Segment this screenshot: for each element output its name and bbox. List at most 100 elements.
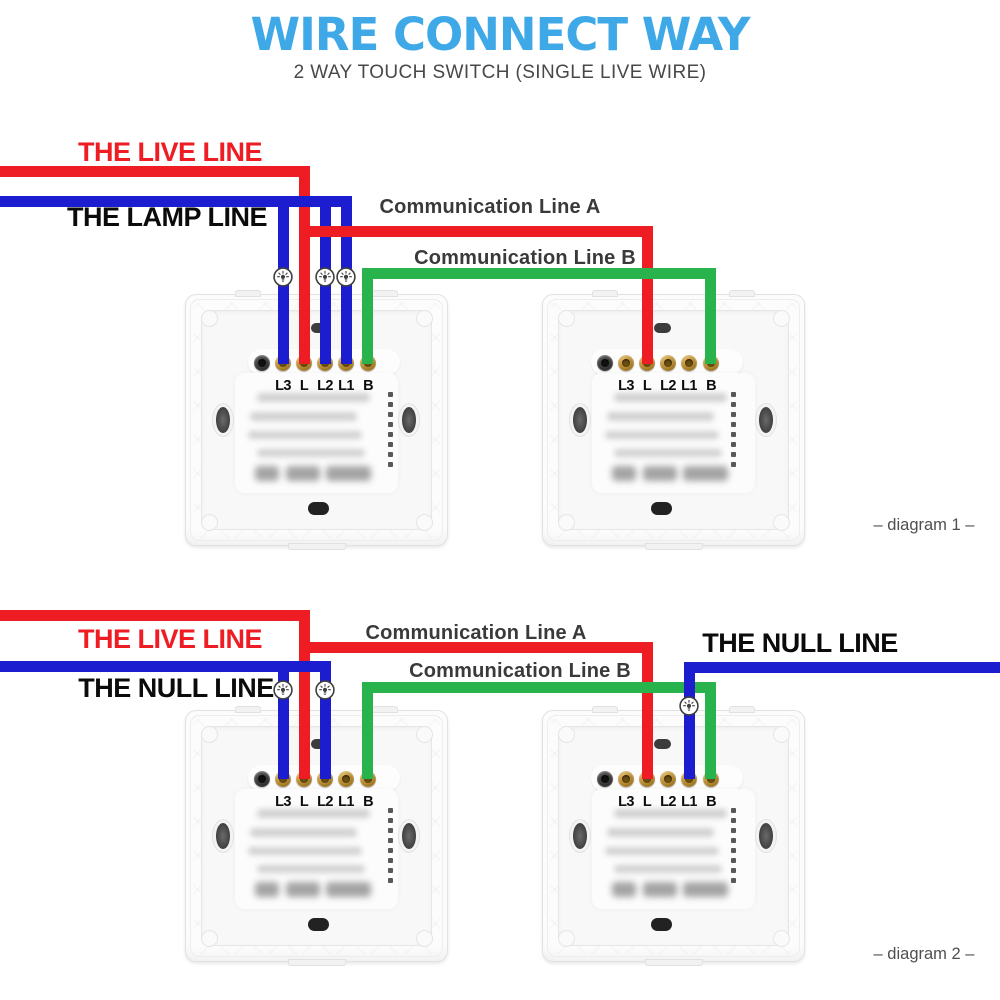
terminal-label-l2: L2 (317, 378, 333, 394)
d2-comm-a-wire-vertical (642, 642, 653, 779)
terminal-label-l1: L1 (338, 794, 354, 810)
d1-comm-a-wire-horizontal (299, 226, 653, 237)
corner-boss (201, 514, 218, 531)
d1-comm-a-label: Communication Line A (379, 196, 601, 218)
blurred-spec-line (605, 431, 719, 439)
d2-null-wire-l3 (278, 661, 289, 779)
blurred-cert-mark (683, 882, 728, 897)
blurred-cert-mark (612, 466, 636, 481)
switch-bezel-step (547, 299, 800, 541)
terminal-hole-unused (254, 355, 270, 371)
blurred-cert-mark (683, 466, 728, 481)
switch-module-d1-right: L3 L L2 L1 B (542, 290, 805, 550)
blurred-spec-line (257, 393, 370, 402)
terminal-label-l1: L1 (681, 794, 697, 810)
blurred-spec-line (257, 865, 365, 873)
switch-module-d2-left: L3 L L2 L1 B (185, 706, 448, 966)
corner-boss (558, 310, 575, 327)
mounting-hole-right (402, 823, 416, 849)
bottom-clip-slot (651, 918, 672, 931)
terminal-label-l3: L3 (275, 794, 291, 810)
bottom-clip-slot (308, 918, 329, 931)
d1-comm-a-wire-vertical (642, 226, 653, 364)
blurred-cert-mark (286, 882, 320, 897)
d2-caption: – diagram 2 – (873, 945, 975, 963)
corner-boss (773, 310, 790, 327)
mounting-hole-left (216, 407, 230, 433)
terminal-l2 (660, 771, 676, 787)
blurred-cert-mark (326, 466, 371, 481)
blurred-spec-line (248, 431, 362, 439)
corner-boss (416, 310, 433, 327)
terminal-l1 (338, 771, 354, 787)
lamp-icon (679, 696, 699, 716)
lamp-icon (273, 680, 293, 700)
terminal-label-l2: L2 (660, 794, 676, 810)
blurred-spec-line (614, 865, 722, 873)
d1-lamp-line-label: THE LAMP LINE (66, 202, 268, 232)
d2-null-line-right-label: THE NULL LINE (702, 628, 898, 658)
mount-tab (592, 290, 618, 297)
d2-comm-a-wire-horizontal (299, 642, 653, 653)
d2-comm-b-wire-left-vertical (362, 682, 373, 779)
lamp-icon (336, 267, 356, 287)
mounting-hole-left (573, 407, 587, 433)
blurred-cert-mark (612, 882, 636, 897)
terminal-label-l3: L3 (618, 794, 634, 810)
d1-live-line-label: THE LIVE LINE (77, 137, 263, 167)
vent-dashes (388, 392, 393, 467)
terminal-hole-unused (597, 355, 613, 371)
bottom-clip-slot (651, 502, 672, 515)
mount-tab (288, 959, 346, 966)
d2-null-wire-left-horizontal (0, 661, 331, 672)
mount-tab (372, 706, 398, 713)
d1-live-wire-horizontal (0, 166, 310, 177)
d2-null-wire-right-vertical (684, 662, 695, 779)
terminal-label-l2: L2 (660, 378, 676, 394)
blurred-cert-mark (643, 882, 677, 897)
corner-boss (416, 930, 433, 947)
d2-null-wire-l2 (320, 661, 331, 779)
terminal-label-l3: L3 (618, 378, 634, 394)
d2-comm-a-label: Communication Line A (365, 622, 587, 644)
d2-comm-b-wire-right-vertical (705, 682, 716, 779)
blurred-spec-line (248, 847, 362, 855)
corner-boss (773, 514, 790, 531)
d1-comm-b-wire-horizontal (362, 268, 716, 279)
terminal-label-l1: L1 (338, 378, 354, 394)
terminal-hole-unused (597, 771, 613, 787)
vent-dashes (388, 808, 393, 883)
blurred-spec-line (250, 828, 357, 837)
lamp-icon (315, 267, 335, 287)
d1-lamp-wire-horizontal (0, 196, 352, 207)
top-clip-slot (654, 739, 671, 749)
terminal-label-l3: L3 (275, 378, 291, 394)
mount-tab (645, 543, 703, 550)
blurred-spec-line (605, 847, 719, 855)
mount-tab (372, 290, 398, 297)
corner-boss (558, 930, 575, 947)
top-clip-slot (311, 323, 328, 333)
terminal-label-l: L (299, 794, 309, 810)
blurred-spec-line (614, 809, 727, 818)
mount-tab (729, 290, 755, 297)
d2-live-wire-vertical (299, 610, 310, 779)
terminal-label-l: L (299, 378, 309, 394)
d2-comm-b-label: Communication Line B (409, 660, 631, 682)
d2-live-line-label: THE LIVE LINE (77, 624, 263, 654)
corner-boss (416, 514, 433, 531)
lamp-icon (315, 680, 335, 700)
mounting-hole-right (759, 823, 773, 849)
d2-comm-b-wire-horizontal (362, 682, 716, 693)
mount-tab (645, 959, 703, 966)
terminal-l1 (681, 355, 697, 371)
terminal-label-l2: L2 (317, 794, 333, 810)
corner-boss (201, 310, 218, 327)
vent-dashes (731, 808, 736, 883)
d1-live-wire-vertical (299, 166, 310, 364)
vent-dashes (731, 392, 736, 467)
d2-null-line-left-label: THE NULL LINE (78, 673, 274, 703)
blurred-cert-mark (255, 882, 279, 897)
blurred-spec-line (257, 809, 370, 818)
